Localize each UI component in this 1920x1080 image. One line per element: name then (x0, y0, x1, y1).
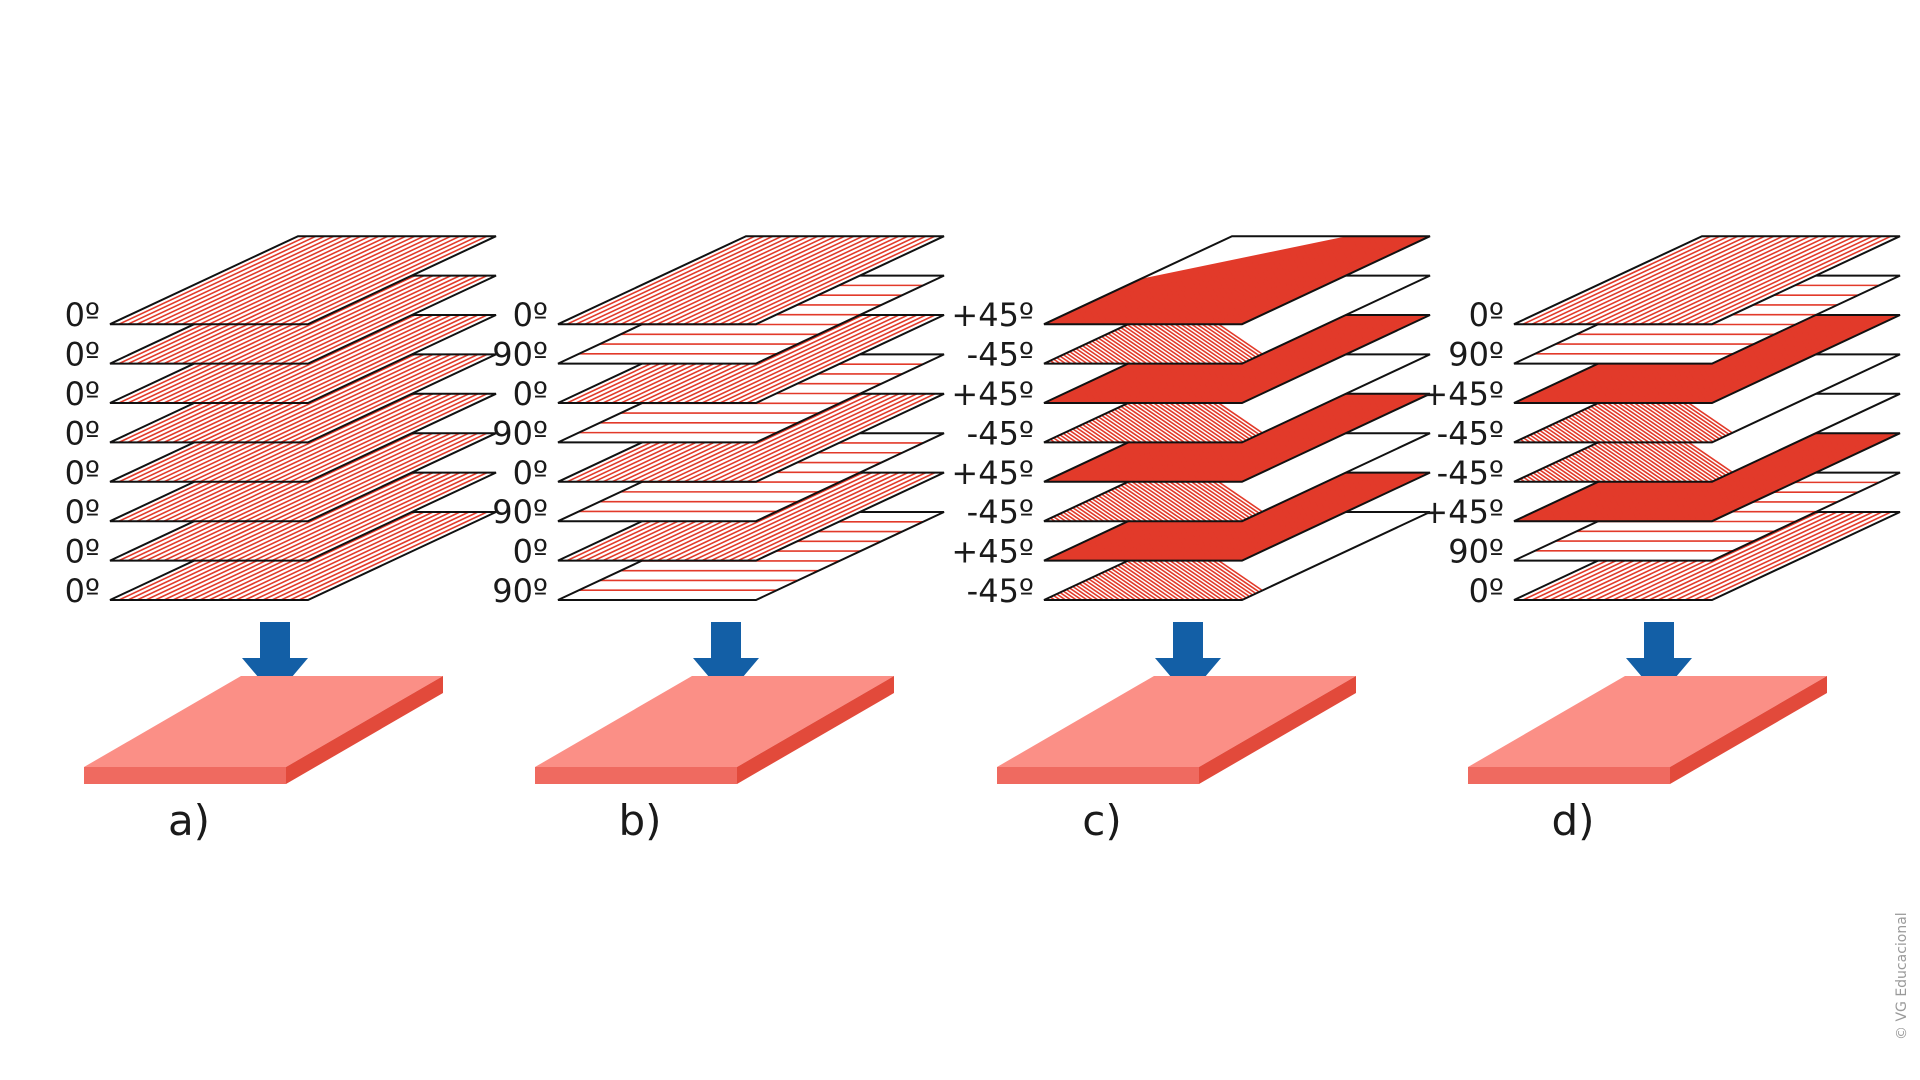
ply-angle-label: +45º (951, 296, 1034, 334)
ply-angle-label: 0º (65, 454, 100, 492)
ply-angle-label: 0º (513, 454, 548, 492)
slab-top (1468, 676, 1827, 767)
ply-angle-label: -45º (967, 572, 1034, 610)
ply-outline (109, 235, 497, 326)
ply-angle-label: 0º (65, 296, 100, 334)
ply-angle-label: 0º (513, 533, 548, 571)
fiber-lines (1523, 236, 1891, 324)
slab-side (286, 676, 443, 784)
laminate-slab (84, 676, 443, 784)
ply-angle-label: 0º (1469, 296, 1504, 334)
ply-outline (1043, 235, 1431, 326)
laminate-slab (535, 676, 894, 784)
ply-angle-label: 0º (513, 375, 548, 413)
ply-angle-label: 0º (65, 375, 100, 413)
ply-angle-label: 0º (65, 493, 100, 531)
slab-front (84, 767, 286, 784)
ply-layer: 0º (513, 235, 945, 334)
stack-caption: b) (618, 796, 661, 845)
down-arrow-icon (1626, 622, 1692, 697)
slab-side (737, 676, 894, 784)
ply-angle-label: 0º (65, 572, 100, 610)
fiber-lines (119, 236, 487, 324)
ply-outline (1513, 235, 1901, 326)
copyright-notice: © VG Educacional (1894, 912, 1910, 1040)
ply-angle-label: +45º (951, 375, 1034, 413)
ply-angle-label: 0º (65, 414, 100, 452)
ply-angle-label: +45º (1421, 375, 1504, 413)
ply-angle-label: +45º (951, 454, 1034, 492)
stacks-group: 0º0º0º0º0º0º0º0ºa)90º0º90º0º90º0º90º0ºb)… (65, 235, 1901, 845)
laminate-slab (1468, 676, 1827, 784)
ply-outline (557, 235, 945, 326)
ply-angle-label: -45º (1437, 414, 1504, 452)
ply-angle-label: 90º (1448, 533, 1504, 571)
ply-angle-label: 0º (65, 533, 100, 571)
slab-front (535, 767, 737, 784)
ply-angle-label: -45º (1437, 454, 1504, 492)
ply-angle-label: 90º (492, 336, 548, 374)
slab-top (997, 676, 1356, 767)
stack-caption: d) (1551, 796, 1594, 845)
ply-angle-label: -45º (967, 493, 1034, 531)
fiber-lines (567, 236, 935, 324)
down-arrow-icon (242, 622, 308, 697)
slab-side (1670, 676, 1827, 784)
ply-angle-label: 0º (1469, 572, 1504, 610)
ply-layer: 0º (1469, 235, 1901, 334)
down-arrow-icon (1155, 622, 1221, 697)
down-arrow-icon (693, 622, 759, 697)
slab-side (1199, 676, 1356, 784)
slab-front (997, 767, 1199, 784)
ply-angle-label: 0º (513, 296, 548, 334)
slab-top (535, 676, 894, 767)
stack-caption: a) (168, 796, 210, 845)
ply-angle-label: 90º (1448, 336, 1504, 374)
ply-angle-label: 90º (492, 493, 548, 531)
ply-angle-label: +45º (1421, 493, 1504, 531)
ply-angle-label: -45º (967, 414, 1034, 452)
ply-angle-label: -45º (967, 336, 1034, 374)
ply-angle-label: +45º (951, 533, 1034, 571)
stack-caption: c) (1082, 796, 1121, 845)
ply-angle-label: 90º (492, 572, 548, 610)
ply-layer: 0º (65, 235, 497, 334)
ply-angle-label: 0º (65, 336, 100, 374)
slab-front (1468, 767, 1670, 784)
slab-top (84, 676, 443, 767)
ply-angle-label: 90º (492, 414, 548, 452)
laminate-slab (997, 676, 1356, 784)
